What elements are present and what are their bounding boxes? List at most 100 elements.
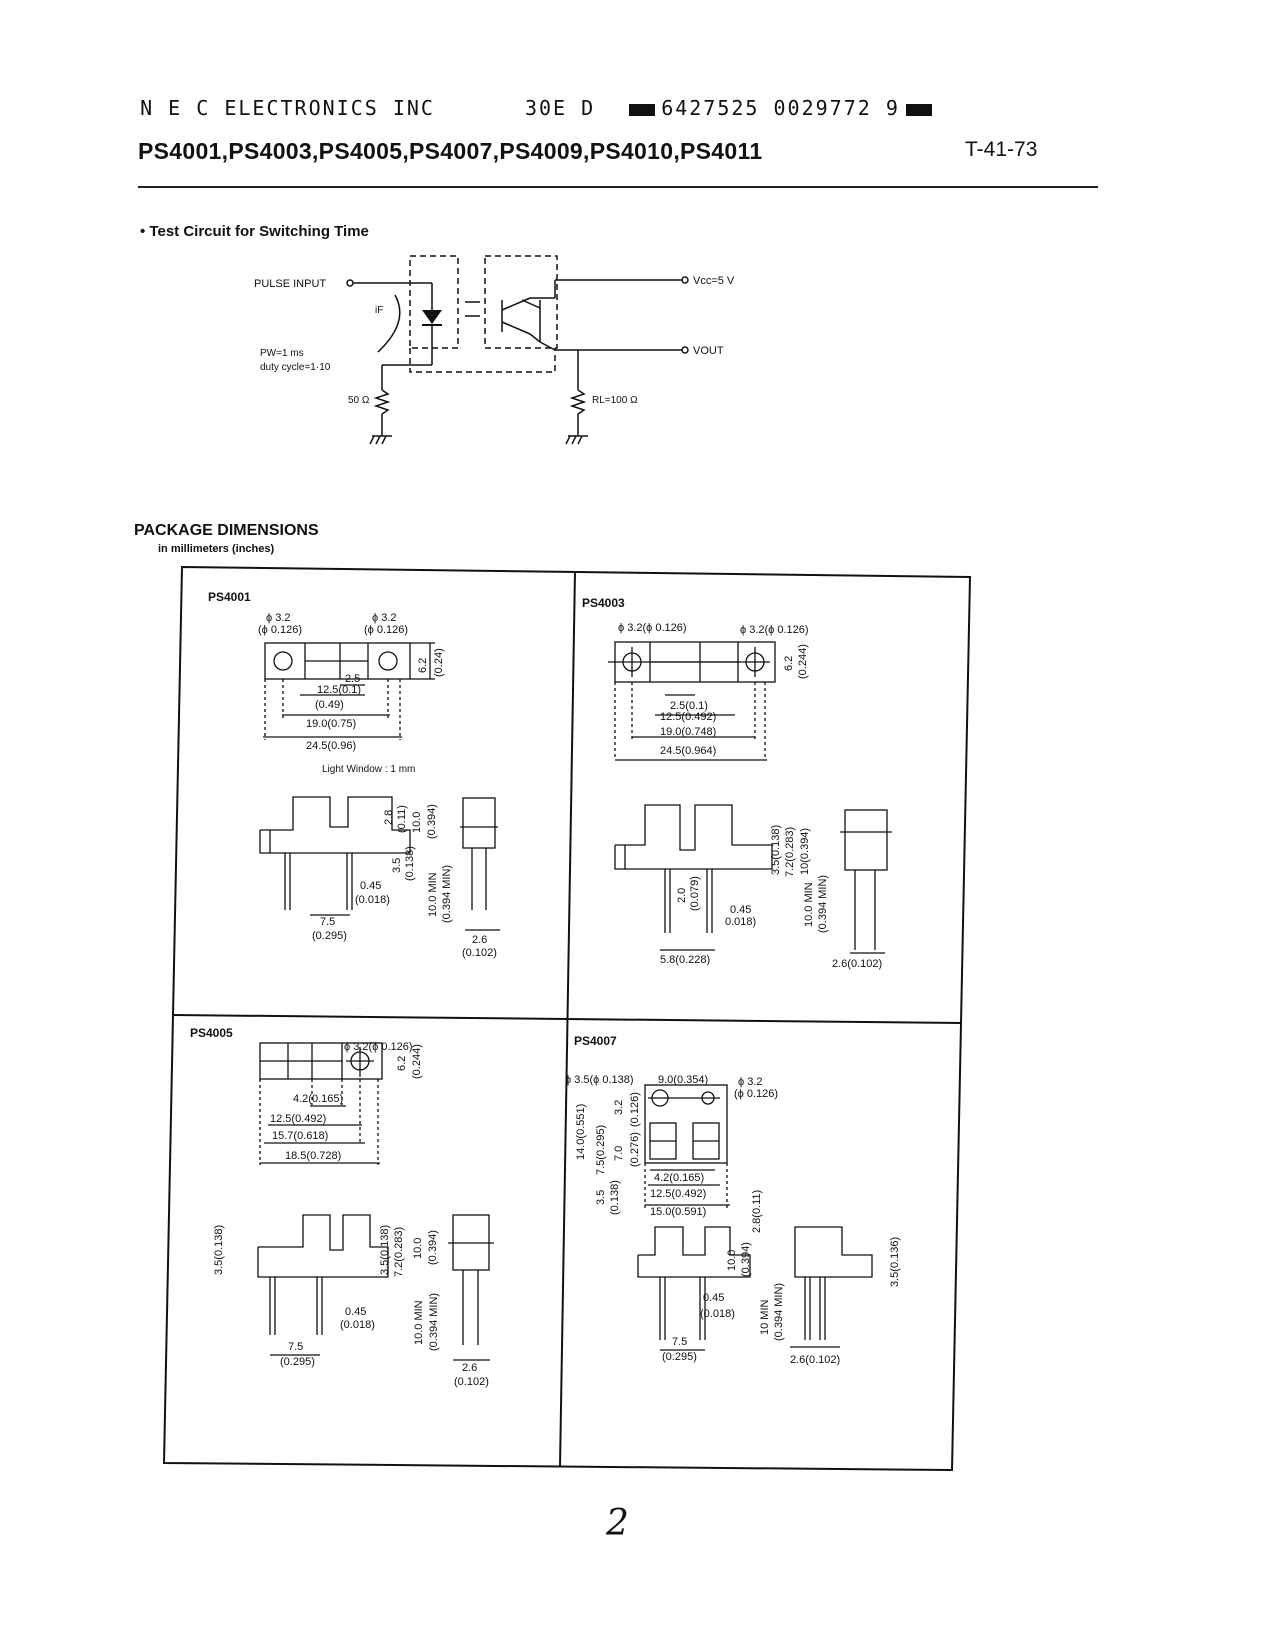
test-circuit-heading: • Test Circuit for Switching Time (140, 223, 369, 240)
ps4007-d-14: 14.0(0.551) (575, 1104, 587, 1160)
ps4001-d-10-in: (0.394) (426, 804, 438, 839)
ps4001-d-6-2: 6.2 (417, 658, 429, 673)
ps4005-hole: ϕ 3.2(ϕ 0.126) (344, 1041, 413, 1053)
package-dimensions-grid: PS4001 ϕ 3.2 (ϕ 0.126) ϕ 3.2 (ϕ 0.126) (162, 565, 972, 1472)
black-block-mark (629, 103, 656, 116)
ps4007-d-12-5: 12.5(0.492) (650, 1188, 706, 1200)
pulse-input-terminal (346, 279, 354, 287)
ps4007-hole-right: ϕ 3.2 (738, 1076, 763, 1088)
ps4003-d-6-2: 6.2 (783, 656, 795, 671)
title-rule (138, 186, 1098, 188)
ps4007-d-7-5: 7.5(0.295) (595, 1125, 607, 1175)
ps4007-d-0-45-in: (0.018) (700, 1308, 735, 1320)
r1-label: 50 Ω (348, 395, 370, 406)
ps4003-d-2-0: 2.0 (676, 888, 688, 903)
ps4005-d-7-2: 7.2(0.283) (393, 1227, 405, 1277)
ps4007-d-7-5b-in: (0.295) (662, 1351, 697, 1363)
ps4001-d-2-8: 2.8 (383, 810, 395, 825)
ps4003-d-0-45-in: 0.018) (725, 916, 756, 928)
ps4003-d-24-5: 24.5(0.964) (660, 745, 716, 757)
ps4003-d-7-2: 7.2(0.283) (784, 827, 796, 877)
ps4001-name: PS4001 (208, 590, 251, 604)
ps4007-d-3-5: 3.5 (595, 1190, 607, 1205)
ps4005-d-10: 10.0 (412, 1238, 424, 1259)
ps4001-d-6-2-in: (0.24) (433, 648, 445, 677)
ps4007-hole-left: ϕ 3.5(ϕ 0.138) (565, 1074, 634, 1086)
rl-label: RL=100 Ω (592, 395, 638, 406)
pw-label: PW=1 ms (260, 348, 304, 359)
ps4007-d-4-2: 4.2(0.165) (654, 1172, 704, 1184)
ps4005-name: PS4005 (190, 1026, 233, 1040)
ps4001-d-0-45-in: (0.018) (355, 894, 390, 906)
ps4003-d-2-5: 2.5(0.1) (670, 700, 708, 712)
ps4001-d-10: 10.0 (411, 812, 423, 833)
ps4007-d-9: 9.0(0.354) (658, 1074, 708, 1086)
ps4003-d-6-2-in: (0.244) (797, 644, 809, 679)
header-code-b: 6427525 0029772 9 (661, 96, 900, 120)
ps4007-d-2-8: 2.8(0.11) (751, 1190, 763, 1233)
ps4005-d-4-2: 4.2(0.165) (293, 1093, 343, 1105)
ps4003-d-10: 10(0.394) (799, 828, 811, 875)
ps4007-d-7-in: (0.276) (629, 1132, 641, 1167)
ps4007-hole-right-in: (ϕ 0.126) (734, 1088, 778, 1100)
ps4001-hole-left-in: (ϕ 0.126) (258, 624, 302, 636)
ps4005-d-18-5: 18.5(0.728) (285, 1150, 341, 1162)
ps4005-d-0-45-in: (0.018) (340, 1319, 375, 1331)
ps4007-d-15: 15.0(0.591) (650, 1206, 706, 1218)
ps4003-d-min-in: (0.394 MIN) (817, 875, 829, 933)
ps4001-d-7-5-in: (0.295) (312, 930, 347, 942)
ps4007-d-min-in: (0.394 MIN) (773, 1283, 785, 1341)
vout-terminal (681, 346, 689, 354)
ps4005-d-10-in: (0.394) (427, 1230, 439, 1265)
ps4001-hole-right-in: (ϕ 0.126) (364, 624, 408, 636)
black-block-mark (905, 103, 932, 116)
company-name: N E C ELECTRONICS INC (140, 96, 435, 120)
ps4005-d-min: 10.0 MIN (413, 1300, 425, 1345)
handwritten-page-number: 2 (606, 1503, 629, 1544)
ps4003-d-12-5: 12.5(0.492) (660, 711, 716, 723)
ps4007-d-0-45: 0.45 (703, 1292, 724, 1304)
ps4001-d-19: 19.0(0.75) (306, 718, 356, 730)
ps4001-d-7-5: 7.5 (320, 916, 335, 928)
vout-label: VOUT (693, 345, 724, 357)
ps4001-light-window: Light Window : 1 mm (322, 764, 415, 775)
vcc-terminal (681, 276, 689, 284)
ps4007-d-7-5b: 7.5 (672, 1336, 687, 1348)
ps4001-d-12-5: 12.5(0.1) (317, 684, 361, 696)
ps4007-drawing: PS4007 ϕ 3.5(ϕ 0.138) 9.0(0.354) ϕ 3.2 (… (565, 1034, 901, 1366)
ps4007-d-2-6: 2.6(0.102) (790, 1354, 840, 1366)
ps4001-d-min-in: (0.394 MIN) (441, 865, 453, 923)
ps4007-name: PS4007 (574, 1034, 617, 1048)
ps4001-hole-right: ϕ 3.2 (372, 612, 397, 624)
ps4001-d-min: 10.0 MIN (427, 872, 439, 917)
ps4007-d-3-2-in: (0.126) (629, 1092, 641, 1127)
led-diode-icon (422, 310, 442, 324)
ps4007-d-10-in: (0.394) (740, 1242, 752, 1277)
ps4003-drawing: PS4003 ϕ 3.2(ϕ 0.126) ϕ 3.2(ϕ 0.126) (582, 596, 892, 970)
ps4007-d-3-5b: 3.5(0.136) (889, 1237, 901, 1287)
ps4007-d-10: 10.0 (726, 1250, 738, 1271)
ps4005-d-12-5: 12.5(0.492) (270, 1113, 326, 1125)
ps4005-d-7-5-in: (0.295) (280, 1356, 315, 1368)
ps4001-d-0-45: 0.45 (360, 880, 381, 892)
header-code-a: 30E D (524, 96, 596, 120)
ps4005-d-min-in: (0.394 MIN) (428, 1293, 440, 1351)
ps4003-hole-left: ϕ 3.2(ϕ 0.126) (618, 622, 687, 634)
duty-cycle-label: duty cycle=1·10 (260, 362, 331, 373)
ps4001-d-0-49: (0.49) (315, 699, 344, 711)
ps4005-d-6-2: 6.2 (396, 1056, 408, 1071)
ps4001-d-2-6-in: (0.102) (462, 947, 497, 959)
ps4005-d-3-5: 3.5(0.138) (379, 1225, 391, 1275)
ps4005-d-7-5: 7.5 (288, 1341, 303, 1353)
ps4003-name: PS4003 (582, 596, 625, 610)
test-circuit-diagram: PULSE INPUT iF PW=1 ms duty cycle=1·10 5… (254, 255, 735, 445)
ps4003-d-0-45: 0.45 (730, 904, 751, 916)
vcc-label: Vcc=5 V (693, 275, 735, 287)
ps4003-d-5-8: 5.8(0.228) (660, 954, 710, 966)
ps4007-d-min: 10 MIN (759, 1299, 771, 1335)
ps4005-d-3-5-side: 3.5(0.138) (213, 1225, 225, 1275)
ps4003-d-2-6: 2.6(0.102) (832, 958, 882, 970)
ps4005-d-0-45: 0.45 (345, 1306, 366, 1318)
ps4003-d-19: 19.0(0.748) (660, 726, 716, 738)
ps4005-drawing: PS4005 ϕ 3.2(ϕ 0.126) 4.2(0.165) 12 (190, 1026, 494, 1388)
